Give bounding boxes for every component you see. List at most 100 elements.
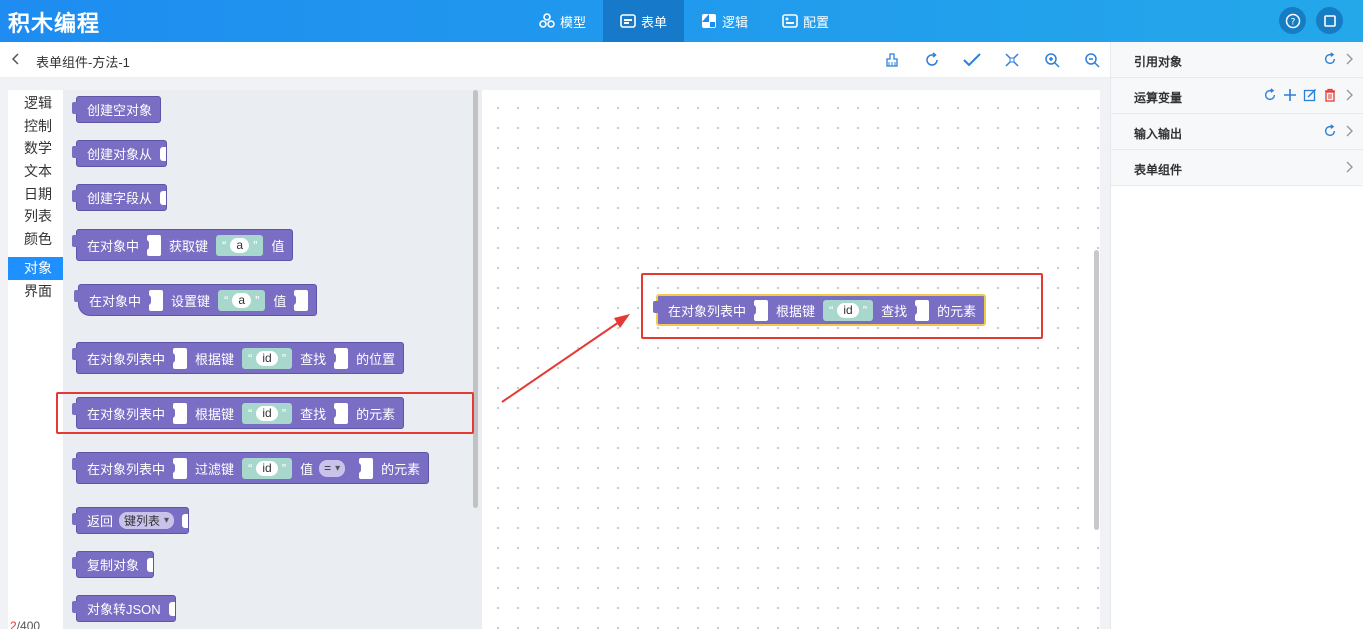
string-value: id bbox=[256, 460, 278, 476]
block-create-object-from[interactable]: 创建对象从 bbox=[71, 140, 168, 167]
refresh-icon[interactable] bbox=[1323, 52, 1337, 66]
tab-form[interactable]: 表单 bbox=[603, 0, 685, 42]
block-label: 查找 bbox=[300, 351, 327, 367]
block-create-empty-object[interactable]: 创建空对象 bbox=[71, 96, 162, 123]
section-referenced-objects[interactable]: 引用对象 bbox=[1111, 42, 1363, 78]
category-date[interactable]: 日期 bbox=[24, 185, 52, 202]
block-label: 复制对象 bbox=[87, 558, 140, 573]
edit-icon[interactable] bbox=[1303, 88, 1317, 102]
string-value: id bbox=[256, 350, 278, 366]
list-input-slot[interactable] bbox=[751, 299, 769, 321]
key-list-dropdown[interactable]: 键列表 bbox=[119, 512, 175, 529]
block-canvas[interactable] bbox=[482, 90, 1100, 629]
string-literal[interactable]: “a” bbox=[218, 289, 266, 311]
block-return-keys[interactable]: 返回 键列表 bbox=[71, 507, 190, 534]
object-input-slot[interactable] bbox=[144, 234, 162, 256]
zoom-out-icon[interactable] bbox=[1082, 50, 1102, 70]
string-literal[interactable]: “a” bbox=[216, 234, 264, 256]
list-input-slot[interactable] bbox=[170, 457, 188, 479]
block-copy-object[interactable]: 复制对象 bbox=[71, 551, 155, 578]
block-label: 根据键 bbox=[195, 351, 235, 367]
block-find-position[interactable]: 在对象列表中 根据键 “id” 查找 的位置 bbox=[71, 342, 405, 374]
string-literal[interactable]: “id” bbox=[823, 299, 874, 321]
tab-config[interactable]: 配置 bbox=[765, 0, 846, 42]
string-literal[interactable]: “id” bbox=[242, 402, 293, 424]
logic-icon bbox=[702, 14, 717, 28]
string-literal[interactable]: “id” bbox=[242, 347, 293, 369]
tab-logic[interactable]: 逻辑 bbox=[684, 0, 765, 42]
fullscreen-button[interactable] bbox=[1316, 7, 1343, 34]
plus-icon[interactable] bbox=[1283, 88, 1297, 102]
value-input-slot[interactable] bbox=[331, 402, 349, 424]
chevron-right-icon[interactable] bbox=[1343, 124, 1355, 138]
top-bar: 积木编程 模型 表单 逻辑 配置 ? bbox=[0, 0, 1363, 42]
section-title: 输入输出 bbox=[1134, 127, 1183, 141]
flyout-highlight-box bbox=[56, 392, 474, 434]
list-input-slot[interactable] bbox=[170, 402, 188, 424]
back-icon[interactable] bbox=[10, 52, 22, 69]
section-form-components[interactable]: 表单组件 bbox=[1111, 150, 1363, 186]
flyout-scrollbar[interactable] bbox=[473, 90, 478, 508]
block-label: 返回 bbox=[87, 514, 114, 529]
category-text[interactable]: 文本 bbox=[24, 163, 52, 180]
object-input-slot[interactable] bbox=[146, 289, 164, 311]
block-label: 获取键 bbox=[169, 238, 209, 254]
svg-text:?: ? bbox=[1290, 17, 1295, 27]
refresh-icon[interactable] bbox=[1263, 88, 1277, 102]
input-notch bbox=[160, 146, 167, 161]
clean-icon[interactable] bbox=[882, 50, 902, 70]
section-actions bbox=[1323, 52, 1355, 66]
zoom-in-icon[interactable] bbox=[1042, 50, 1062, 70]
chevron-right-icon[interactable] bbox=[1343, 52, 1355, 66]
block-label: 的元素 bbox=[381, 461, 421, 477]
block-label: 在对象中 bbox=[87, 238, 140, 254]
canvas-highlight-box bbox=[641, 273, 1043, 339]
category-control[interactable]: 控制 bbox=[24, 117, 52, 134]
list-input-slot[interactable] bbox=[170, 347, 188, 369]
block-label: 在对象列表中 bbox=[87, 406, 166, 422]
block-label: 在对象中 bbox=[89, 293, 142, 309]
breadcrumb: 表单组件-方法-1 bbox=[36, 55, 130, 70]
check-icon[interactable] bbox=[962, 50, 982, 70]
delete-icon[interactable] bbox=[1323, 88, 1337, 102]
refresh-icon[interactable] bbox=[1323, 124, 1337, 138]
config-icon bbox=[782, 14, 798, 28]
block-set-key[interactable]: 在对象中 设置键 “a” 值 bbox=[73, 284, 318, 316]
category-list[interactable]: 列表 bbox=[24, 208, 52, 225]
section-input-output[interactable]: 输入输出 bbox=[1111, 114, 1363, 150]
operator-dropdown[interactable]: = bbox=[319, 459, 346, 477]
category-math[interactable]: 数学 bbox=[24, 140, 52, 157]
block-label: 的位置 bbox=[356, 351, 396, 367]
form-icon bbox=[620, 14, 636, 28]
category-object[interactable]: 对象 bbox=[8, 256, 63, 280]
canvas-block-find-element[interactable]: 在对象列表中 根据键 “id” 查找 的元素 bbox=[652, 294, 987, 326]
refresh-icon[interactable] bbox=[922, 50, 942, 70]
block-object-to-json[interactable]: 对象转JSON bbox=[72, 595, 176, 622]
section-actions bbox=[1343, 160, 1355, 174]
block-label: 创建字段从 bbox=[87, 191, 153, 206]
input-notch bbox=[168, 601, 175, 616]
block-find-element[interactable]: 在对象列表中 根据键 “id” 查找 的元素 bbox=[71, 397, 405, 429]
app-title: 积木编程 bbox=[8, 11, 101, 36]
value-input-slot[interactable] bbox=[356, 457, 374, 479]
category-logic[interactable]: 逻辑 bbox=[24, 95, 52, 111]
tab-model[interactable]: 模型 bbox=[522, 0, 603, 42]
value-input-slot[interactable] bbox=[912, 299, 930, 321]
input-notch bbox=[147, 557, 154, 572]
category-ui[interactable]: 界面 bbox=[24, 282, 52, 299]
section-variables[interactable]: 运算变量 bbox=[1111, 78, 1363, 114]
block-get-key[interactable]: 在对象中 获取键 “a” 值 bbox=[71, 229, 294, 261]
block-create-field-from[interactable]: 创建字段从 bbox=[71, 184, 168, 211]
category-color[interactable]: 颜色 bbox=[24, 231, 52, 248]
value-input-slot[interactable] bbox=[291, 289, 309, 311]
counter-current: 2 bbox=[10, 619, 17, 629]
value-input-slot[interactable] bbox=[331, 347, 349, 369]
input-notch bbox=[182, 513, 189, 528]
chevron-right-icon[interactable] bbox=[1343, 160, 1355, 174]
fit-icon[interactable] bbox=[1002, 50, 1022, 70]
chevron-right-icon[interactable] bbox=[1343, 88, 1355, 102]
help-button[interactable]: ? bbox=[1279, 7, 1306, 34]
canvas-scrollbar[interactable] bbox=[1094, 250, 1099, 530]
string-literal[interactable]: “id” bbox=[242, 457, 293, 479]
block-filter-key[interactable]: 在对象列表中 过滤键 “id” 值 = 的元素 bbox=[71, 452, 430, 484]
